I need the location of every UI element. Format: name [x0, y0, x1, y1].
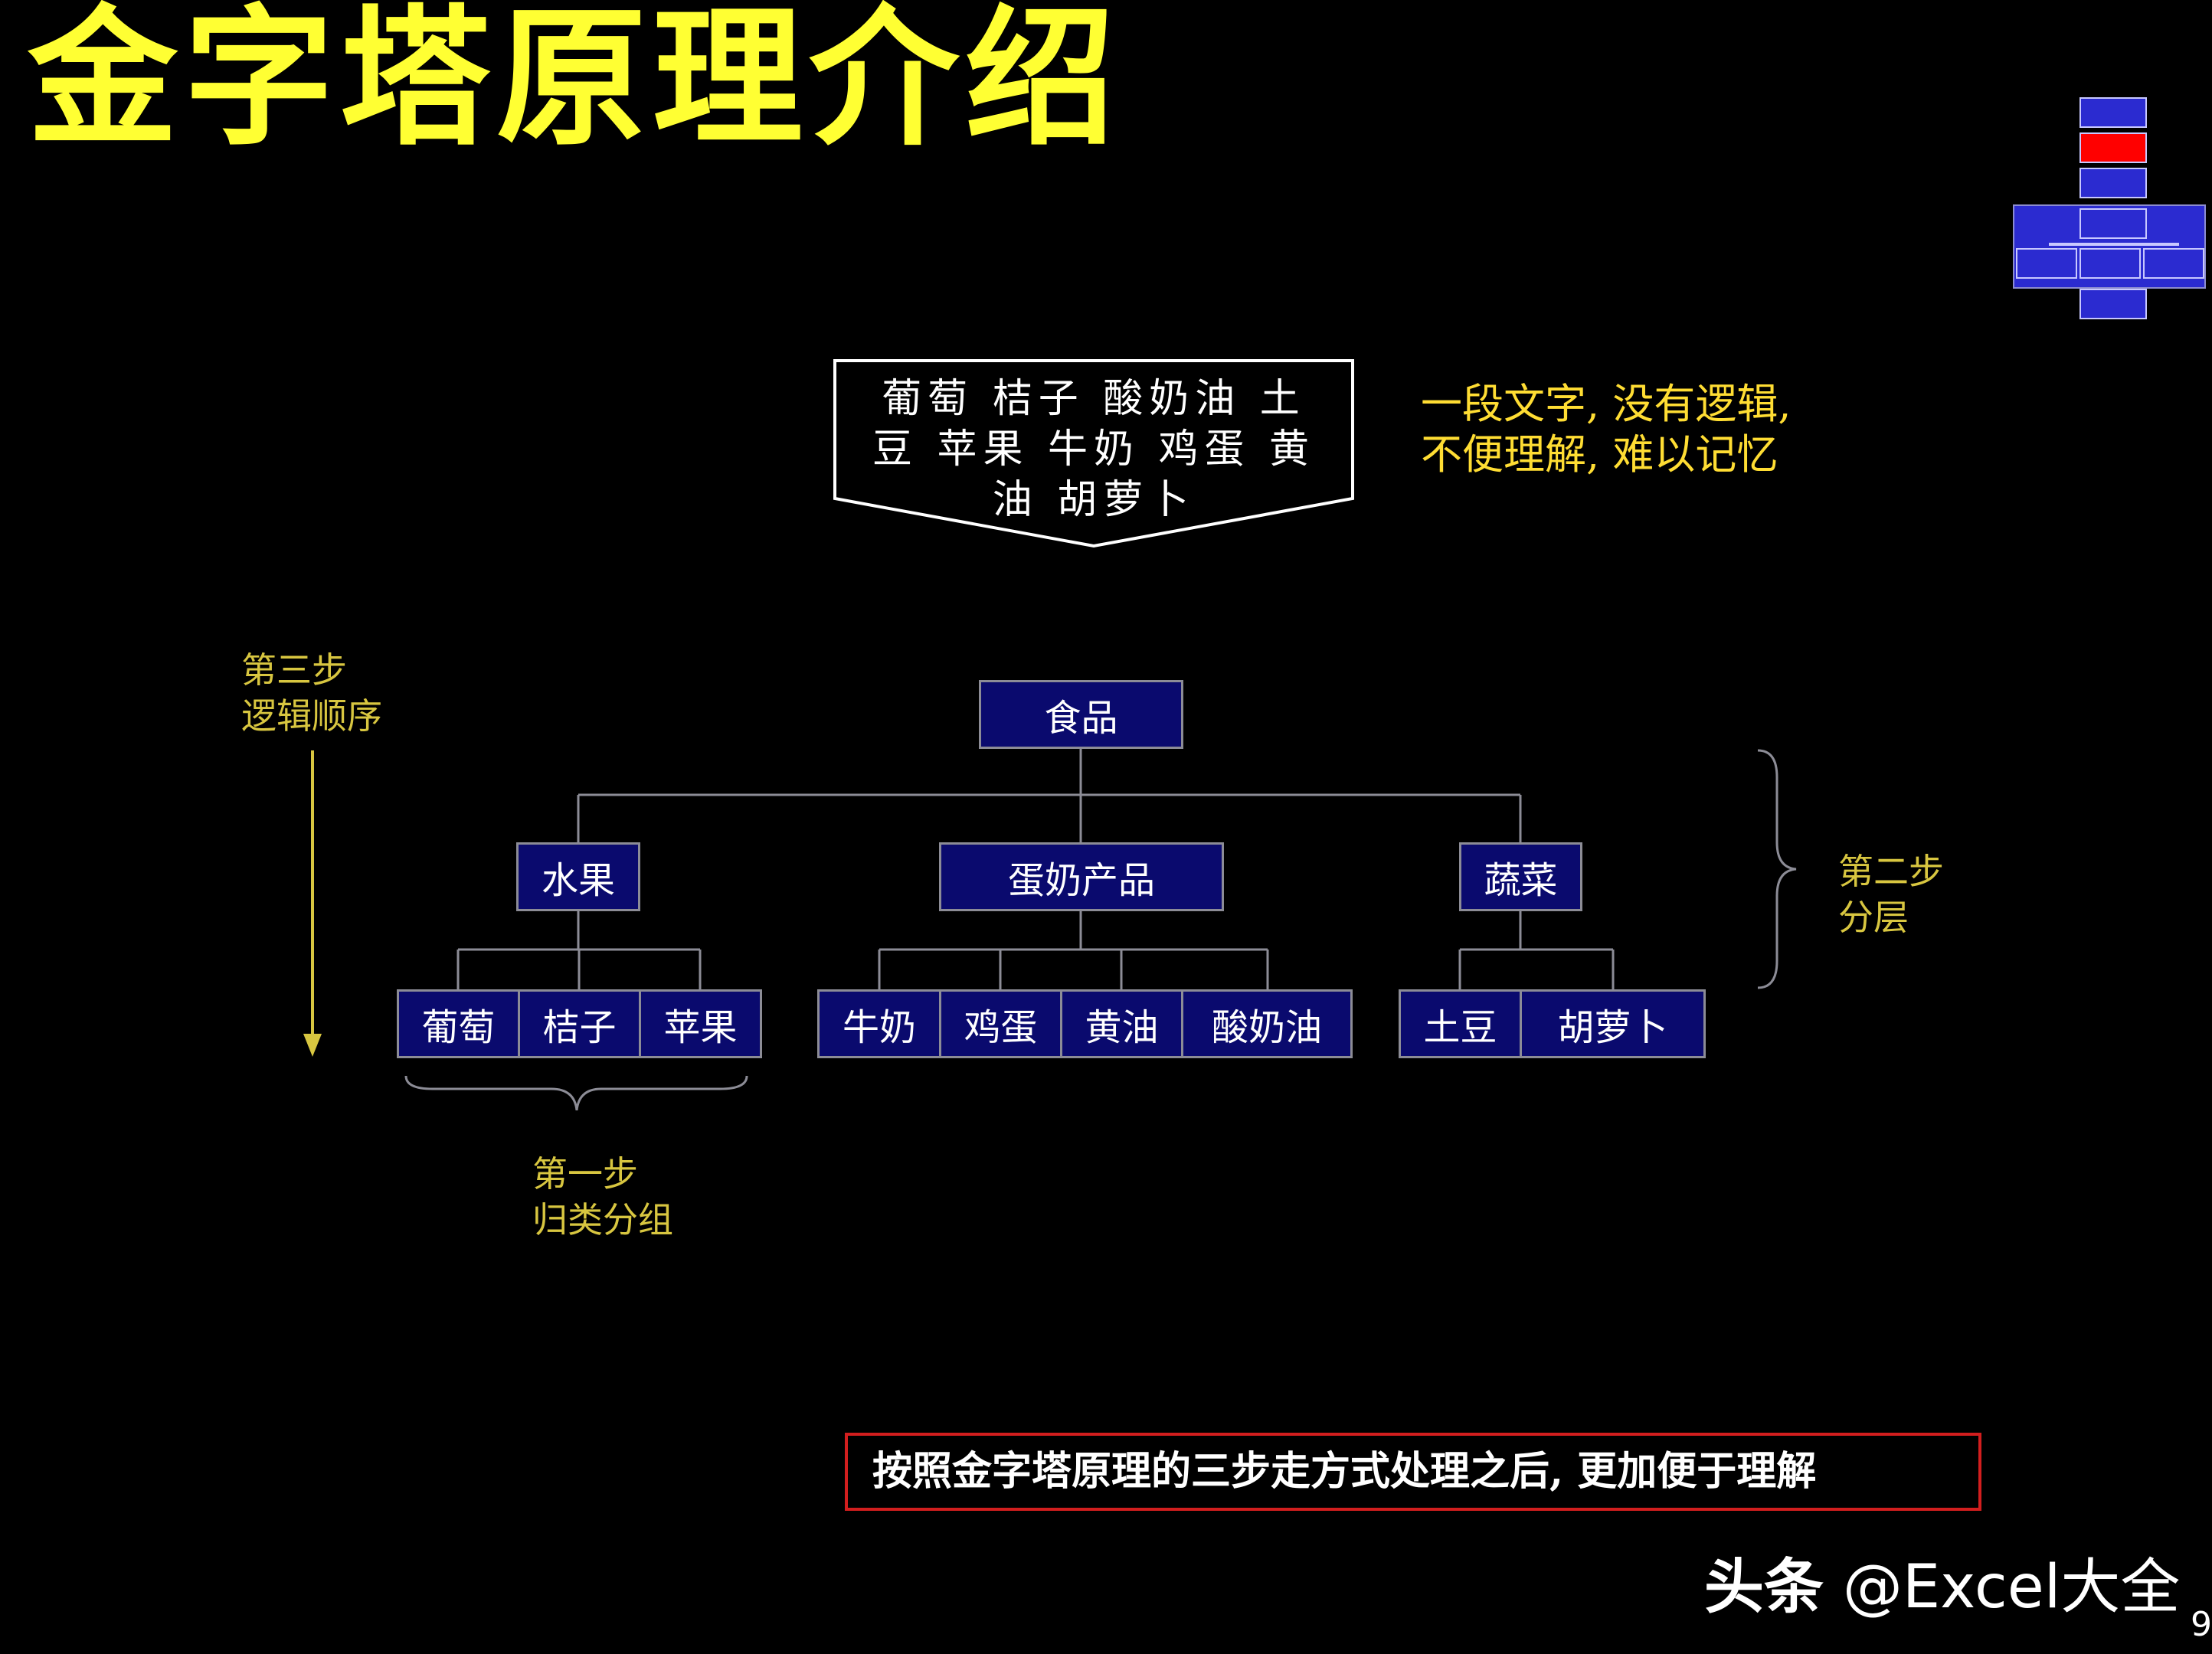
watermark-handle: @Excel大全 — [1842, 1553, 2181, 1622]
unordered-words-callout: 葡萄 桔子 酸奶油 土豆 苹果 牛奶 鸡蛋 黄油 胡萝卜 — [833, 358, 1355, 550]
conclusion-box: 按照金字塔原理的三步走方式处理之后, 更加便于理解 — [845, 1433, 1981, 1511]
leaf-node-milk: 牛奶 — [817, 989, 941, 1058]
note-line-1: 一段文字, 没有逻辑, — [1421, 380, 1792, 428]
callout-text: 葡萄 桔子 酸奶油 土豆 苹果 牛奶 鸡蛋 黄油 胡萝卜 — [872, 376, 1316, 523]
watermark: 头条 @Excel大全 — [1704, 1539, 2180, 1625]
no-logic-note: 一段文字, 没有逻辑, 不便理解, 难以记忆 — [1421, 379, 1792, 480]
slide-title: 金字塔原理介绍 — [28, 0, 1122, 166]
category-node-vegetables: 蔬菜 — [1459, 842, 1582, 911]
step2-label: 第二步 分层 — [1838, 851, 1944, 938]
category-node-dairy: 蛋奶产品 — [939, 842, 1224, 911]
leaf-node-egg: 鸡蛋 — [939, 989, 1062, 1058]
leaf-node-grape: 葡萄 — [397, 989, 520, 1058]
watermark-brand: 头条 — [1704, 1553, 1824, 1622]
leaf-node-orange: 桔子 — [518, 989, 641, 1058]
step1-label: 第一步 归类分组 — [532, 1153, 673, 1240]
pyramid-navigation-icon — [2011, 97, 2206, 319]
down-arrow-icon — [303, 750, 322, 1057]
leaf-node-potato: 土豆 — [1399, 989, 1522, 1058]
leaf-node-carrot: 胡萝卜 — [1520, 989, 1706, 1058]
note-line-2: 不便理解, 难以记忆 — [1421, 430, 1778, 479]
page-number: 9 — [2191, 1605, 2212, 1644]
leaf-node-butter: 黄油 — [1060, 989, 1183, 1058]
right-brace-icon — [1757, 749, 1797, 989]
tree-root-node: 食品 — [979, 680, 1183, 749]
bottom-brace-icon — [404, 1075, 748, 1111]
leaf-node-sour-cream: 酸奶油 — [1181, 989, 1353, 1058]
leaf-node-apple: 苹果 — [639, 989, 762, 1058]
step3-label: 第三步 逻辑顺序 — [241, 649, 382, 737]
category-node-fruit: 水果 — [516, 842, 640, 911]
